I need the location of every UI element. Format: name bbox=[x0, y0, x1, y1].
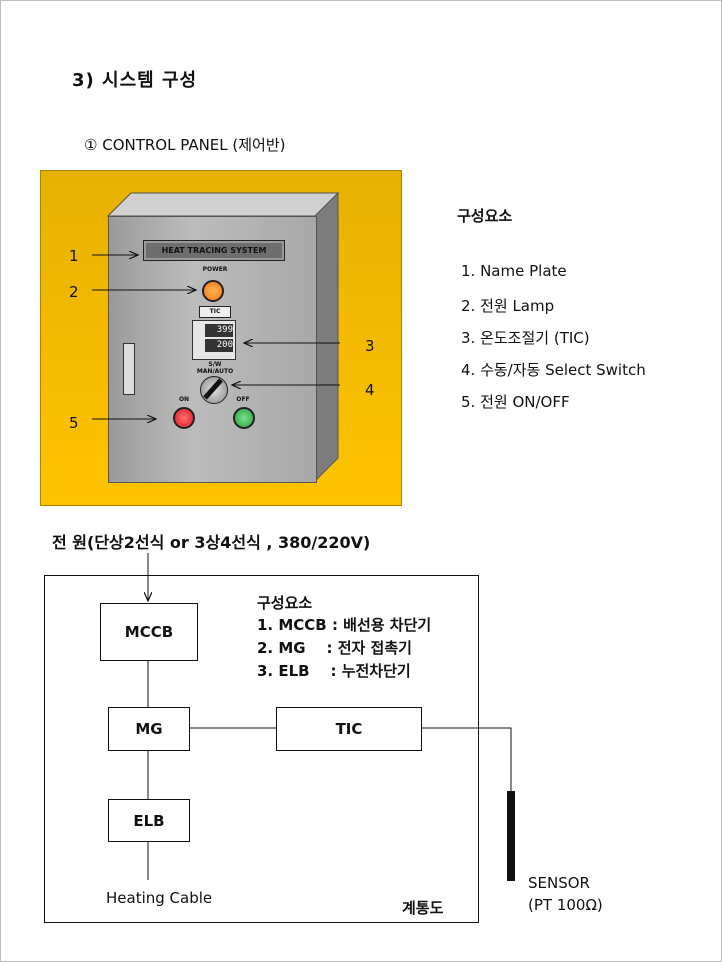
power-label: POWER bbox=[202, 266, 228, 273]
off-button bbox=[233, 407, 255, 429]
legend-item: 1. MCCB : 배선용 차단기 bbox=[257, 616, 432, 634]
components-title: 구성요소 bbox=[457, 207, 513, 225]
temperature-controller: 399 200 bbox=[192, 320, 236, 360]
sensor-spec: (PT 100Ω) bbox=[528, 896, 603, 914]
component-item: 4. 수동/자동 Select Switch bbox=[461, 361, 646, 379]
off-label: OFF bbox=[236, 396, 250, 403]
name-plate: HEAT TRACING SYSTEM bbox=[143, 240, 285, 261]
component-item: 5. 전원 ON/OFF bbox=[461, 393, 570, 411]
tic-label: TIC bbox=[199, 306, 231, 318]
man-auto-label: MAN/AUTO bbox=[196, 368, 234, 375]
component-item: 1. Name Plate bbox=[461, 262, 567, 280]
legend-item: 3. ELB : 누전차단기 bbox=[257, 662, 411, 680]
power-supply-label: 전 원(단상2선식 or 3상4선식 , 380/220V) bbox=[52, 533, 371, 552]
legend-item: 2. MG : 전자 접촉기 bbox=[257, 639, 412, 657]
tic-block: TIC bbox=[276, 707, 422, 751]
elb-block: ELB bbox=[108, 799, 190, 842]
wire-tic-sensor bbox=[420, 727, 512, 791]
on-button bbox=[173, 407, 195, 429]
diagram-name: 계통도 bbox=[402, 899, 444, 917]
legend-title: 구성요소 bbox=[257, 594, 313, 612]
switch-label: S/W bbox=[208, 361, 222, 368]
mccb-block: MCCB bbox=[100, 603, 198, 661]
sensor-probe bbox=[507, 791, 515, 881]
on-label: ON bbox=[178, 396, 190, 403]
sensor-label: SENSOR bbox=[528, 874, 590, 892]
switch-handle bbox=[203, 378, 223, 400]
mg-block: MG bbox=[108, 707, 190, 751]
level-gauge bbox=[123, 343, 135, 395]
power-lamp bbox=[202, 280, 224, 302]
component-item: 3. 온도조절기 (TIC) bbox=[461, 329, 590, 347]
component-item: 2. 전원 Lamp bbox=[461, 297, 555, 315]
tic-sv-display: 200 bbox=[205, 339, 233, 352]
callout-5: 5 bbox=[69, 414, 79, 432]
callout-2: 2 bbox=[69, 283, 79, 301]
heating-cable-label: Heating Cable bbox=[106, 889, 213, 907]
system-diagram-frame bbox=[44, 575, 479, 923]
tic-pv-display: 399 bbox=[205, 324, 233, 337]
control-panel-subtitle: ① CONTROL PANEL (제어반) bbox=[84, 136, 286, 154]
callout-3: 3 bbox=[365, 337, 375, 355]
callout-4: 4 bbox=[365, 381, 375, 399]
section-title: 3) 시스템 구성 bbox=[72, 70, 198, 91]
callout-1: 1 bbox=[69, 247, 79, 265]
